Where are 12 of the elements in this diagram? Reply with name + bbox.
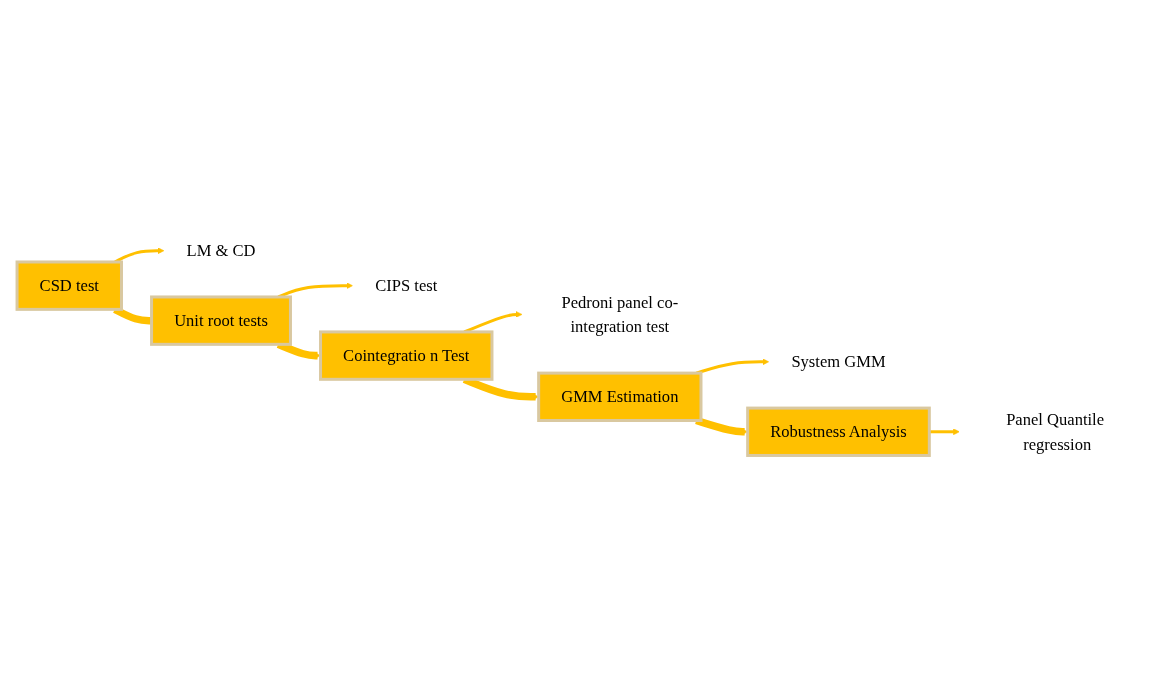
- node-box: Cointegratio n Test: [319, 330, 494, 381]
- node-box: Robustness Analysis: [746, 406, 931, 457]
- node-box: Unit root tests: [150, 295, 292, 346]
- node-text: System GMM: [791, 352, 886, 372]
- arrow: [695, 358, 770, 375]
- node-box: CSD test: [15, 260, 123, 311]
- node-text: Pedroni panel co-integration test: [561, 292, 679, 337]
- node-text: CIPS test: [375, 276, 438, 296]
- node-text: Panel Quantile regression: [1006, 410, 1105, 454]
- node-box: GMM Estimation: [537, 371, 703, 423]
- arrow: [695, 416, 748, 436]
- node-text: LM & CD: [186, 241, 256, 261]
